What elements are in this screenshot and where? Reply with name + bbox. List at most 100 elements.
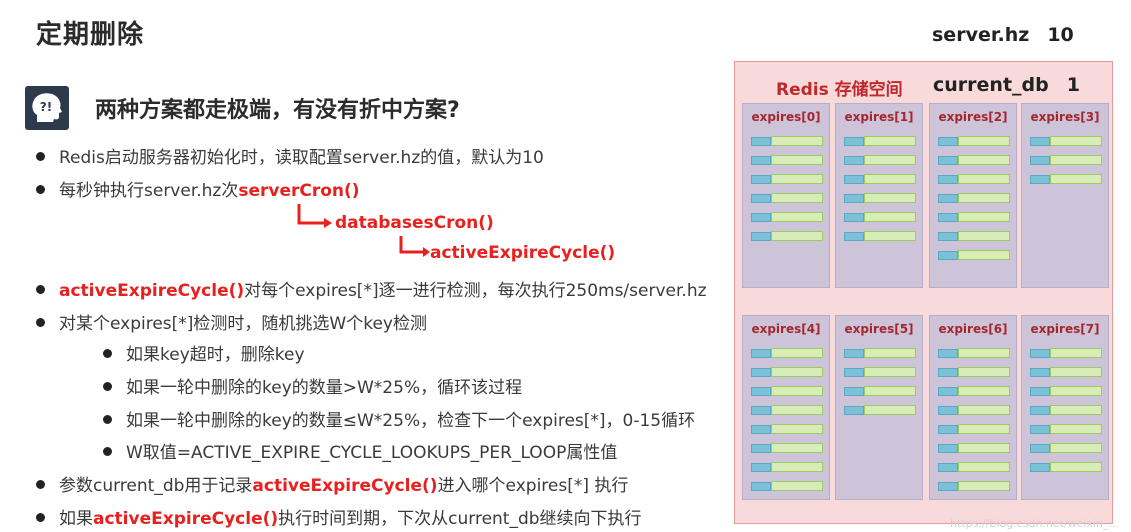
entry-key-block [938,175,958,184]
question-head-icon: ?! [25,86,69,130]
entry-value-block [1050,405,1102,415]
expires-column: expires[6] [929,315,1017,500]
entry-value-block [864,231,916,241]
active-expire-cycle-call: activeExpireCycle() [430,243,616,263]
entry-value-block [864,405,916,415]
watermark: https://blog.csdn.net/weixin_... [950,517,1120,530]
entry-key-block [844,175,864,184]
entry-key-block [938,137,958,146]
entry-value-block [958,405,1010,415]
entry-value-block [771,481,823,491]
expires-column: expires[5] [835,315,923,500]
entry-key-block [751,444,771,453]
entry-key-block [938,213,958,222]
entry-value-block [864,193,916,203]
entry-value-block [958,367,1010,377]
entry-value-block [864,174,916,184]
entry-value-block [958,443,1010,453]
entry-value-block [864,155,916,165]
call-chain-arrows [297,204,430,257]
expires-column: expires[2] [929,103,1017,288]
entry-value-block [864,136,916,146]
entry-value-block [958,481,1010,491]
expires-column: expires[0] [742,103,830,288]
entry-key-block [751,175,771,184]
sub-bullet-next-expires: 如果一轮中删除的key的数量≤W*25%，检查下一个expires[*]，0-1… [103,410,695,432]
entry-value-block [771,212,823,222]
bullet-resume-next: 如果activeExpireCycle()执行时间到期，下次从current_d… [36,508,642,530]
entry-value-block [1050,367,1102,377]
entry-value-block [1050,136,1102,146]
entry-key-block [751,425,771,434]
panel-title: Redis 存储空间 [776,80,903,100]
entry-key-block [844,156,864,165]
entry-key-block [751,482,771,491]
entry-key-block [938,232,958,241]
entry-value-block [958,174,1010,184]
expires-column-label: expires[3] [1030,110,1100,124]
slide-title: 定期删除 [36,20,145,50]
entry-value-block [958,155,1010,165]
expires-column: expires[4] [742,315,830,500]
entry-value-block [771,386,823,396]
server-hz-label: server.hz [932,24,1030,46]
bullet-dot [103,349,112,358]
entry-value-block [771,367,823,377]
entry-key-block [1030,425,1050,434]
bullet-active-expire-cycle: activeExpireCycle()对每个expires[*]逐一进行检测，每… [36,280,707,302]
entry-key-block [844,137,864,146]
entry-value-block [771,155,823,165]
entry-key-block [938,349,958,358]
entry-key-block [844,349,864,358]
entry-value-block [958,231,1010,241]
server-cron-call: serverCron() [238,181,360,201]
entry-value-block [864,386,916,396]
bullet-dot [36,185,45,194]
entry-value-block [1050,424,1102,434]
entry-key-block [751,406,771,415]
entry-key-block [938,194,958,203]
entry-value-block [771,405,823,415]
entry-key-block [1030,349,1050,358]
entry-value-block [771,462,823,472]
bullet-dot [36,152,45,161]
entry-value-block [1050,462,1102,472]
current-db-label: current_db [933,74,1049,96]
expires-column-label: expires[7] [1030,322,1100,336]
entry-value-block [771,193,823,203]
entry-key-block [751,194,771,203]
entry-value-block [958,462,1010,472]
sub-bullet-loop-again: 如果一轮中删除的key的数量>W*25%，循环该过程 [103,377,522,399]
entry-value-block [958,386,1010,396]
bullet-dot [36,285,45,294]
entry-key-block [844,387,864,396]
expires-column-label: expires[0] [751,110,821,124]
entry-key-block [938,425,958,434]
entry-value-block [771,231,823,241]
bullet-server-cron: 每秒钟执行server.hz次serverCron() [36,180,360,202]
entry-key-block [1030,137,1050,146]
bullet-hz-config: Redis启动服务器初始化时，读取配置server.hz的值，默认为10 [36,147,544,169]
entry-key-block [938,463,958,472]
entry-value-block [958,424,1010,434]
entry-key-block [844,232,864,241]
bullet-dot [36,513,45,522]
entry-value-block [771,174,823,184]
entry-value-block [1050,386,1102,396]
entry-key-block [844,368,864,377]
entry-key-block [751,387,771,396]
entry-key-block [938,387,958,396]
entry-key-block [1030,463,1050,472]
expires-column: expires[1] [835,103,923,288]
expires-column-label: expires[2] [938,110,1008,124]
entry-key-block [751,463,771,472]
entry-value-block [958,348,1010,358]
question-heading: 两种方案都走极端，有没有折中方案? [95,98,460,123]
sub-bullet-delete-timeout: 如果key超时，删除key [103,344,305,366]
databases-cron-call: databasesCron() [335,213,494,233]
entry-key-block [1030,368,1050,377]
bullet-random-pick: 对某个expires[*]检测时，随机挑选W个key检测 [36,313,427,335]
entry-value-block [864,367,916,377]
entry-key-block [751,232,771,241]
